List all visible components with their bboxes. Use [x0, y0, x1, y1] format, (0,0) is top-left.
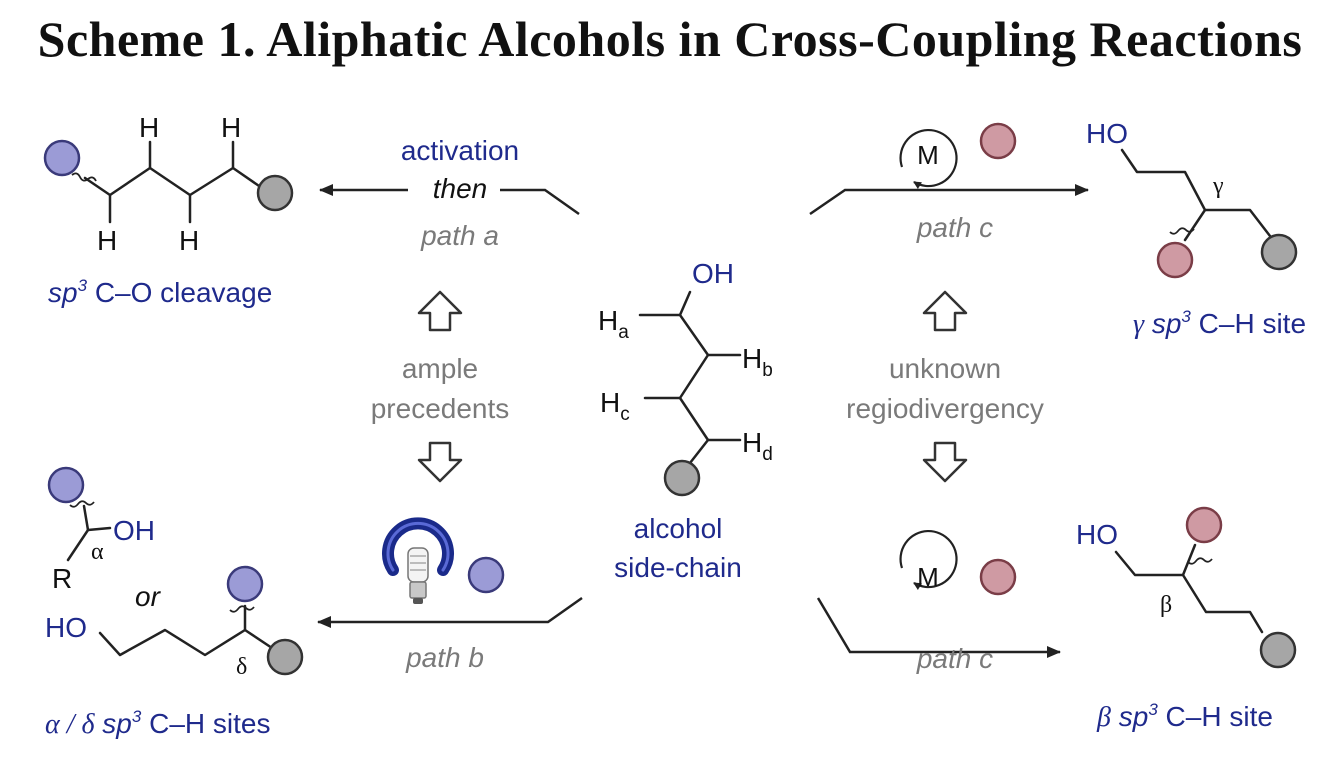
delta-label: δ: [236, 654, 247, 680]
or-label: or: [135, 581, 162, 612]
h-atom: H: [97, 225, 117, 256]
center-oh: OH: [692, 258, 734, 289]
pink-coupling-ball: [1156, 241, 1194, 279]
path-c-top-arrow: [809, 184, 1089, 216]
ample-precedents: ample precedents: [371, 290, 510, 483]
scheme-title: Scheme 1. Aliphatic Alcohols in Cross-Co…: [37, 11, 1303, 67]
gray-substituent-ball: [1260, 233, 1298, 271]
gray-substituent-ball: [256, 174, 294, 212]
svg-text:M: M: [917, 140, 939, 170]
hc-atom: Hc: [600, 387, 630, 425]
hb-atom: Hb: [742, 343, 773, 381]
pink-coupling-ball: [1185, 506, 1223, 544]
unknown-label: unknown: [889, 353, 1001, 384]
path-b: path b: [317, 517, 583, 673]
activation-label: activation: [401, 135, 519, 166]
path-a: activation then path a: [320, 135, 580, 251]
regiodivergency-label: regiodivergency: [846, 393, 1044, 424]
product-gamma: HO γ γ sp3 C–H site: [1086, 118, 1306, 340]
pink-coupling-ball: [979, 122, 1017, 160]
wavy-bond-mark: [71, 172, 97, 182]
product-co-cleavage: H H H H sp3 C–O cleavage: [43, 112, 294, 308]
svg-text:M: M: [917, 562, 939, 592]
blue-coupling-ball: [226, 565, 264, 603]
r-group: R: [52, 563, 72, 594]
path-a-arrow: [320, 190, 580, 216]
ho-group: HO: [1076, 519, 1118, 550]
alcohol-side-chain: OH Ha Hb Hc Hd alcohol side-chain: [598, 258, 773, 583]
light-bulb-icon: [382, 517, 454, 604]
path-c-gamma: M path c: [809, 122, 1089, 243]
gamma-label: γ: [1212, 173, 1224, 199]
h-atom: H: [179, 225, 199, 256]
alpha-delta-label: α / δ sp3 C–H sites: [45, 707, 270, 740]
ho-group: HO: [1086, 118, 1128, 149]
gray-substituent-ball: [1259, 631, 1297, 669]
precedents-label: precedents: [371, 393, 510, 424]
ho-group: HO: [45, 612, 87, 643]
chain-bonds: [83, 166, 264, 197]
path-b-arrow: [317, 596, 583, 628]
hollow-up-arrow: [922, 290, 968, 332]
hollow-down-arrow: [417, 441, 463, 483]
hollow-up-arrow: [417, 290, 463, 332]
path-b-label: path b: [405, 642, 484, 673]
side-chain-label: side-chain: [614, 552, 742, 583]
h-atom: H: [221, 112, 241, 143]
product-alpha-delta: OH R α or HO δ α / δ sp3 C–H sites: [45, 466, 304, 740]
blue-coupling-ball: [43, 139, 81, 177]
ha-atom: Ha: [598, 305, 629, 343]
beta-label: β: [1160, 592, 1172, 618]
hollow-down-arrow: [922, 441, 968, 483]
then-label: then: [433, 173, 488, 204]
path-c-top-label: path c: [916, 212, 993, 243]
metal-catalyst-icon: M: [899, 529, 958, 592]
gamma-site-label: γ sp3 C–H site: [1133, 307, 1306, 340]
hd-atom: Hd: [742, 427, 773, 465]
path-c-beta: M path c: [816, 529, 1061, 674]
h-atom: H: [139, 112, 159, 143]
path-c-bottom-label: path c: [916, 643, 993, 674]
ample-label: ample: [402, 353, 478, 384]
metal-catalyst-icon: M: [899, 128, 958, 190]
product-beta: HO β β sp3 C–H site: [1076, 506, 1297, 733]
path-c-bottom-arrow: [816, 597, 1061, 658]
beta-site-label: β sp3 C–H site: [1096, 700, 1273, 733]
co-cleavage-label: sp3 C–O cleavage: [48, 276, 272, 308]
unknown-regiodivergency: unknown regiodivergency: [846, 290, 1044, 483]
gray-substituent-ball: [663, 459, 701, 497]
pink-coupling-ball: [979, 558, 1017, 596]
alcohol-label: alcohol: [634, 513, 723, 544]
gray-substituent-ball: [266, 638, 304, 676]
path-a-label: path a: [420, 220, 499, 251]
blue-coupling-ball: [467, 556, 505, 594]
blue-coupling-ball: [47, 466, 85, 504]
alpha-label: α: [91, 539, 104, 565]
oh-group: OH: [113, 515, 155, 546]
